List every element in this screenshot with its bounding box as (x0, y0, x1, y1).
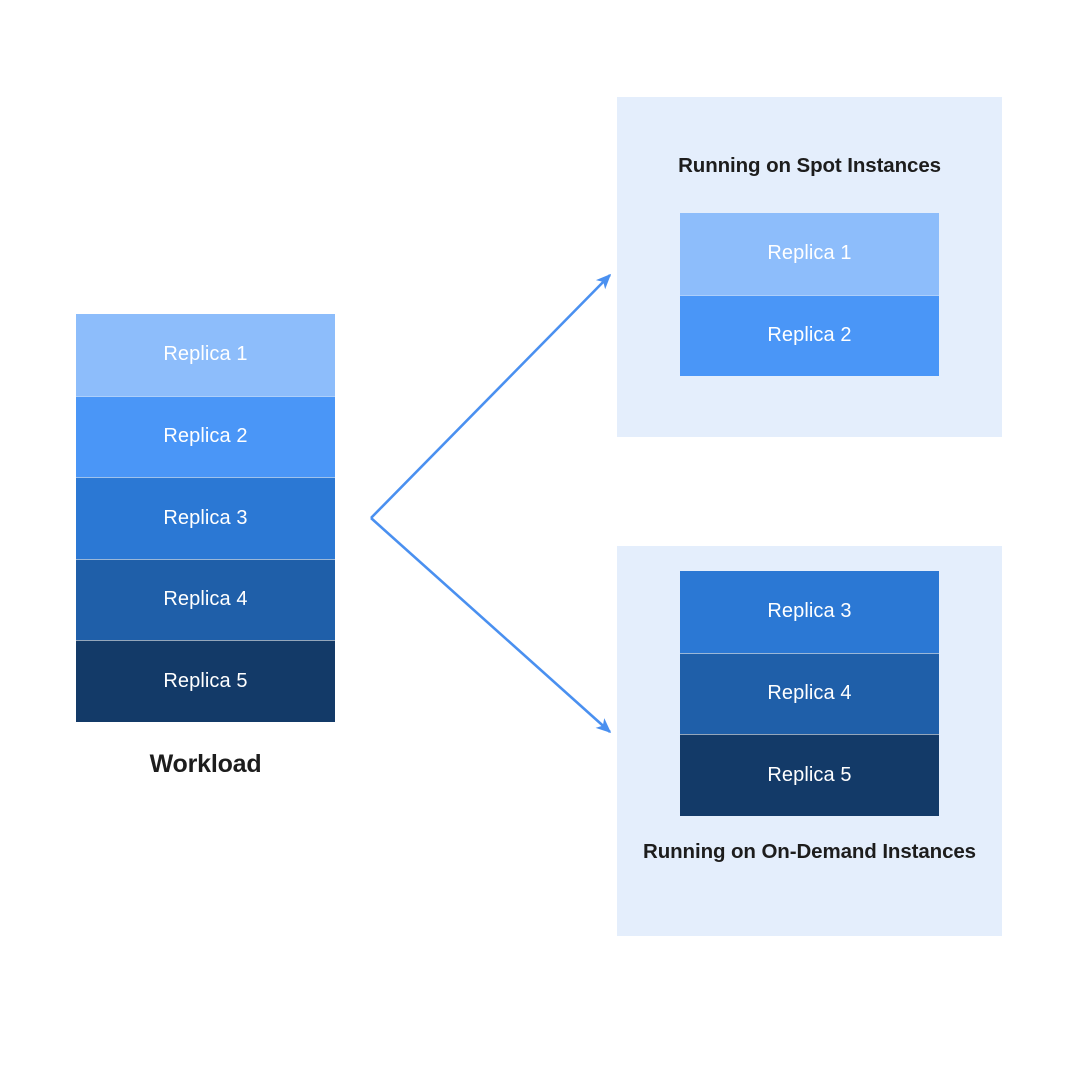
arrow-to-spot-path (370, 273, 612, 519)
workload-replica-2[interactable]: Replica 2 (76, 395, 335, 477)
workload-replica-1[interactable]: Replica 1 (76, 314, 335, 396)
spot-replica-stack: Replica 1 Replica 2 (680, 213, 939, 376)
workload-caption: Workload (149, 750, 262, 778)
spot-instances-title: Running on Spot Instances (678, 154, 941, 177)
replica-label: Replica 5 (767, 763, 852, 786)
ondemand-instances-panel: Replica 3 Replica 4 Replica 5 Running on… (617, 546, 1002, 936)
arrow-to-ondemand-path (370, 517, 612, 734)
replica-label: Replica 3 (767, 600, 852, 623)
replica-label: Replica 2 (767, 324, 852, 347)
ondemand-instances-title: Running on On-Demand Instances (643, 839, 976, 863)
replica-label: Replica 4 (767, 682, 852, 705)
workload-replica-4[interactable]: Replica 4 (76, 558, 335, 640)
replica-label: Replica 2 (163, 425, 248, 448)
replica-label: Replica 4 (163, 588, 248, 611)
workload-replica-3[interactable]: Replica 3 (76, 477, 335, 559)
ondemand-replica-3[interactable]: Replica 3 (680, 571, 939, 653)
workload-replica-stack: Replica 1 Replica 2 Replica 3 Replica 4 … (76, 314, 335, 722)
spot-replica-1[interactable]: Replica 1 (680, 213, 939, 295)
workload-replica-5[interactable]: Replica 5 (76, 640, 335, 722)
ondemand-replica-5[interactable]: Replica 5 (680, 734, 939, 816)
ondemand-replica-stack: Replica 3 Replica 4 Replica 5 (680, 571, 939, 816)
spot-replica-2[interactable]: Replica 2 (680, 294, 939, 376)
replica-label: Replica 1 (767, 242, 852, 265)
replica-label: Replica 3 (163, 506, 248, 529)
spot-instances-panel: Running on Spot Instances Replica 1 Repl… (617, 97, 1002, 437)
replica-label: Replica 5 (163, 669, 248, 692)
ondemand-replica-4[interactable]: Replica 4 (680, 652, 939, 734)
replica-label: Replica 1 (163, 343, 248, 366)
